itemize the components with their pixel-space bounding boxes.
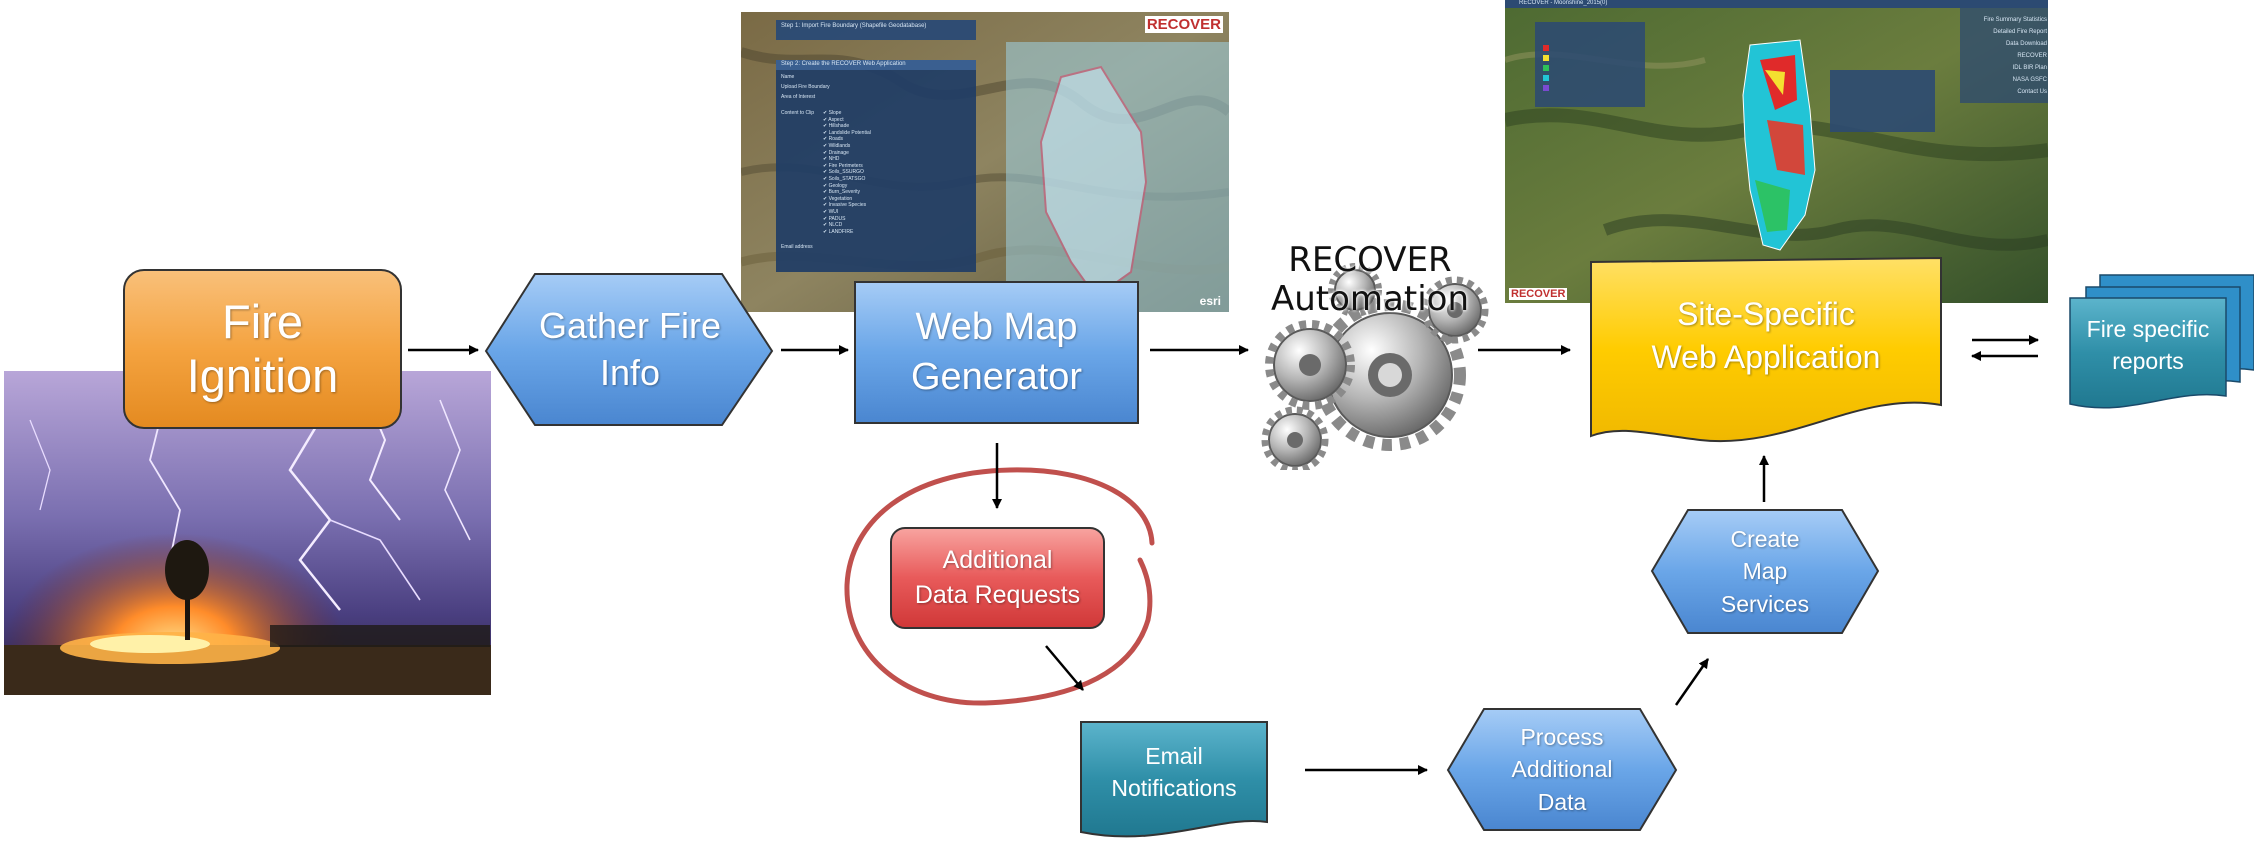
- esri-logo: esri: [1199, 294, 1221, 308]
- row-label-upload: Upload Fire Boundary: [781, 84, 830, 90]
- web-map-generator-screenshot: RECOVER Step 1: Import Fire Boundary (Sh…: [741, 12, 1229, 312]
- site-menu-item: NASA GSFC: [2012, 77, 2047, 83]
- layer-checkbox-item: ✔ Wildlands: [823, 142, 851, 149]
- panel-title-1: Step 1: Import Fire Boundary (Shapefile …: [781, 23, 927, 29]
- layer-checkbox-item: ✔ Invasive Species: [823, 202, 867, 209]
- arrow-requests-to-email: [1045, 645, 1084, 691]
- layer-checkbox-item: ✔ NHD: [823, 156, 840, 163]
- fire-reports-label: Fire specific reports: [2086, 315, 2210, 374]
- recover-brand-left: RECOVER: [1144, 16, 1223, 33]
- layer-checkbox-item: ✔ Drainage: [823, 149, 849, 156]
- layer-checkbox-item: ✔ Landslide Potential: [823, 129, 871, 136]
- gears-illustration: [1261, 263, 1489, 470]
- layer-checkbox-item: ✔ WUI: [823, 208, 839, 215]
- site-app-screenshot: RECOVER - Moonshine_2015(0) Fire Summary…: [1505, 0, 2048, 303]
- recover-brand-right: RECOVER: [1509, 288, 1568, 300]
- row-label-aoi: Area of Interest: [781, 94, 816, 100]
- layer-checkbox-item: ✔ PADUS: [823, 215, 846, 222]
- arrow-process-to-services: [1674, 658, 1710, 706]
- layer-checkbox-item: ✔ Burn_Severity: [823, 189, 860, 196]
- layer-checkbox-item: ✔ Soils_STATSGO: [823, 175, 866, 182]
- site-menu-item: Fire Summary Statistics: [1983, 17, 2047, 23]
- layer-checkbox-item: ✔ Fire Perimeters: [823, 162, 863, 169]
- site-menu-item: Contact Us: [2017, 89, 2047, 95]
- site-menu-item: RECOVER: [2017, 53, 2047, 59]
- site-menu-item: IDL BIR Plan: [2012, 65, 2047, 71]
- recover-automation-label: RECOVER Automation: [1240, 240, 1500, 318]
- create-map-services-label: Create Map Services: [1720, 526, 1810, 617]
- web-map-generator-label: Web Map Generator: [910, 306, 1083, 398]
- layer-checkbox-item: ✔ Soils_SSURGO: [823, 169, 864, 176]
- site-menu-item: Data Download: [2005, 41, 2047, 47]
- layer-checkbox-item: ✔ NLCD: [823, 222, 843, 229]
- site-menu-item: Detailed Fire Report: [1993, 29, 2047, 35]
- recover-label-line1: RECOVER: [1288, 240, 1452, 280]
- additional-requests-label: Additional Data Requests: [914, 546, 1081, 609]
- gather-fire-info-label: Gather Fire Info: [538, 304, 722, 393]
- fire-ignition-label: Fire Ignition: [186, 294, 339, 402]
- panel-title-2: Step 2: Create the RECOVER Web Applicati…: [781, 61, 906, 67]
- layer-checkbox-item: ✔ Vegetation: [823, 195, 853, 202]
- row-label-name: Name: [781, 74, 795, 80]
- row-label-content: Content to Clip: [781, 110, 815, 116]
- layer-checkbox-item: ✔ Geology: [823, 182, 848, 189]
- layer-checkbox-item: ✔ LANDFIRE: [823, 228, 854, 235]
- layer-list: ✔ Slope✔ Aspect✔ Hillshade✔ Landslide Po…: [823, 110, 963, 235]
- recover-label-line2: Automation: [1270, 278, 1470, 319]
- layer-checkbox-item: ✔ Roads: [823, 136, 844, 143]
- layer-checkbox-item: ✔ Hillshade: [823, 123, 850, 130]
- layer-checkbox-item: ✔ Aspect: [823, 116, 844, 123]
- row-label-email: Email address: [781, 244, 813, 250]
- process-data-label: Process Additional Data: [1511, 724, 1613, 815]
- layer-checkbox-item: ✔ Slope: [823, 110, 842, 116]
- site-app-label: Site-Specific Web Application: [1651, 295, 1881, 375]
- email-notifications-label: Email Notifications: [1111, 742, 1237, 801]
- site-app-title: RECOVER - Moonshine_2015(0): [1519, 0, 1608, 6]
